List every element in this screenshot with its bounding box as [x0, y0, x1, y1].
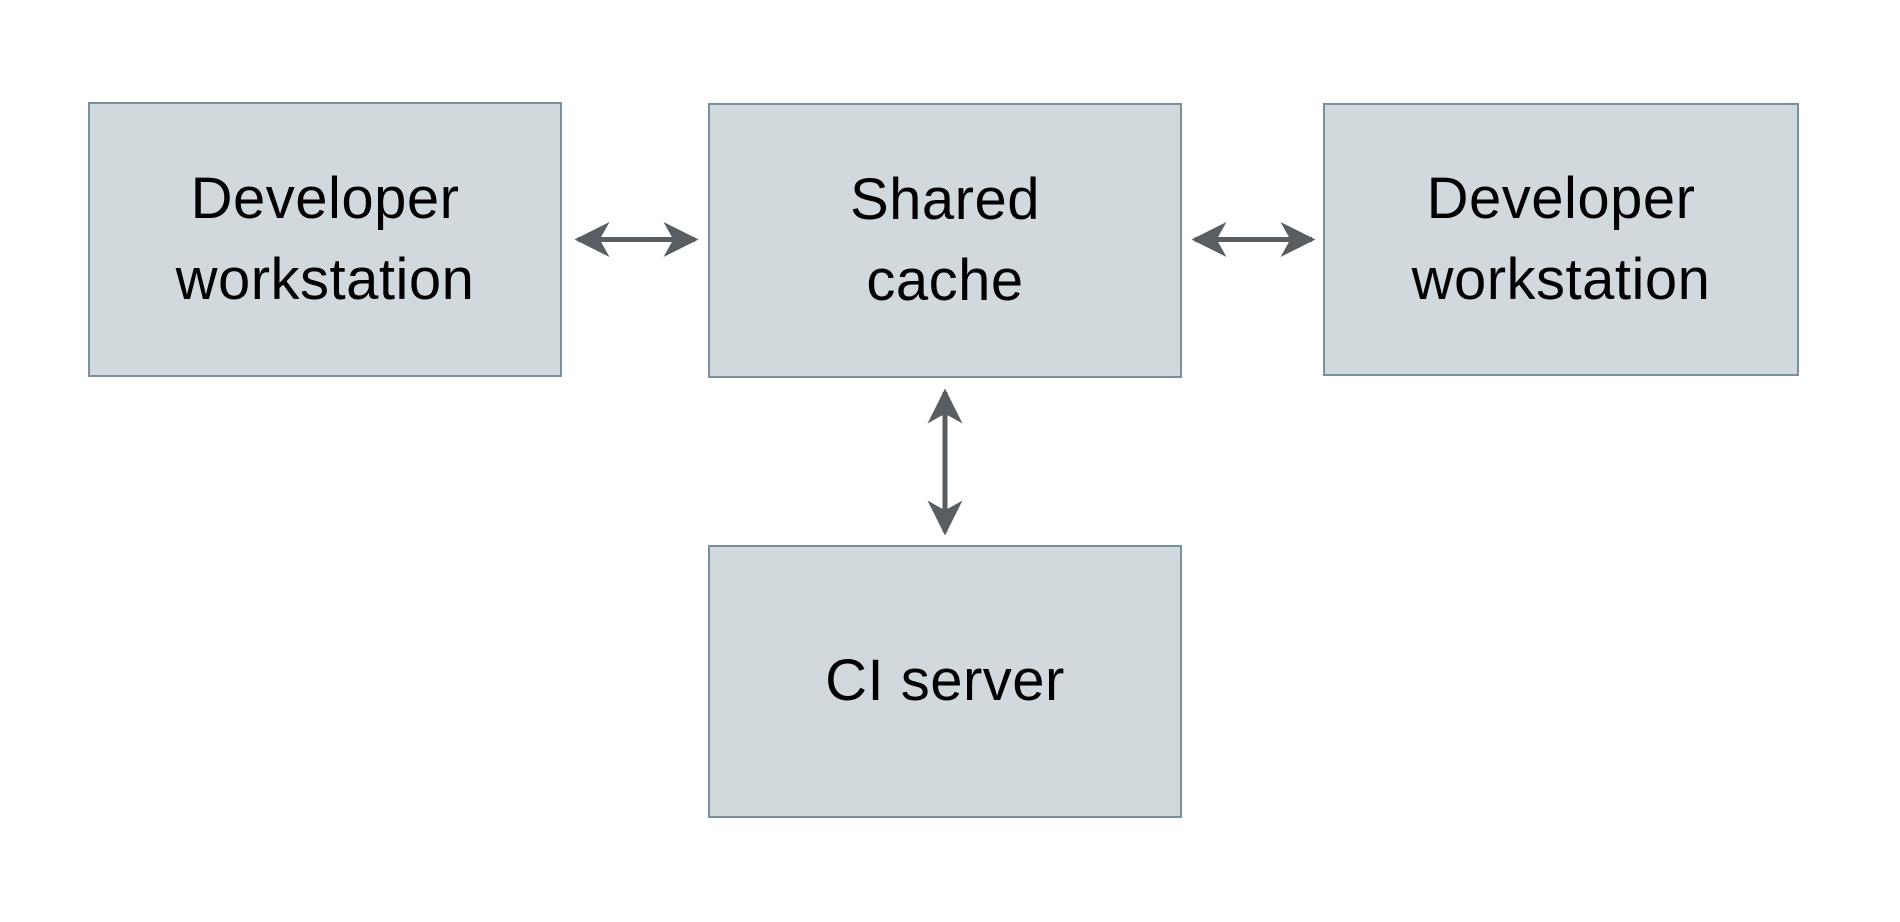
- node-label: Developer workstation: [175, 166, 475, 312]
- node-developer-workstation-right: Developer workstation: [1323, 103, 1799, 376]
- node-developer-workstation-left: Developer workstation: [88, 102, 562, 377]
- node-ci-server: CI server: [708, 545, 1182, 818]
- node-shared-cache: Shared cache: [708, 103, 1182, 378]
- node-label: Shared cache: [849, 167, 1041, 313]
- node-label: Developer workstation: [1411, 166, 1711, 312]
- node-label: CI server: [825, 648, 1065, 714]
